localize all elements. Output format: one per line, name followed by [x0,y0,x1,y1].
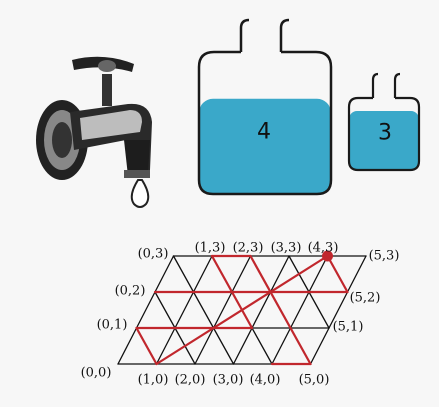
jug-4-capacity-label: 4 [257,119,271,145]
lattice-slant-line [271,255,329,365]
lattice-diagonal-line [172,255,235,365]
coord-label-5-2: (5,2) [349,290,381,306]
solution-path-segment [326,254,349,294]
coord-label-0-3: (0,3) [137,246,169,262]
jug-4 [197,18,333,196]
coord-label-0-1: (0,1) [96,317,128,333]
coord-label-4-3: (4,3) [307,240,339,256]
coord-label-1-0: (1,0) [137,372,169,388]
solution-path-segment [135,326,158,366]
coord-label-4-0: (4,0) [249,372,281,388]
coord-label-3-0: (3,0) [212,372,244,388]
faucet-icon [36,56,152,208]
coord-label-1-3: (1,3) [194,240,226,256]
jugs-and-tap-illustration [36,18,421,208]
coord-label-2-0: (2,0) [174,372,206,388]
coord-label-5-3: (5,3) [368,248,400,264]
lattice-slant-line [155,255,213,365]
highlighted-state-point [322,250,333,262]
coord-label-3-3: (3,3) [270,240,302,256]
lattice-slant-line [309,255,367,365]
lattice-slant-line [232,255,290,365]
jug-3-capacity-label: 3 [378,120,392,146]
coord-label-5-1: (5,1) [332,319,364,335]
jug-3 [347,72,421,172]
solution-path-segment [210,254,254,330]
lattice-slant-line [194,255,252,365]
lattice-slant-line [117,255,175,365]
solution-path-segment [249,254,312,366]
coord-label-0-2: (0,2) [114,283,146,299]
coord-label-5-0: (5,0) [298,372,330,388]
coord-label-2-3: (2,3) [232,240,264,256]
coord-label-0-0: (0,0) [80,365,112,381]
